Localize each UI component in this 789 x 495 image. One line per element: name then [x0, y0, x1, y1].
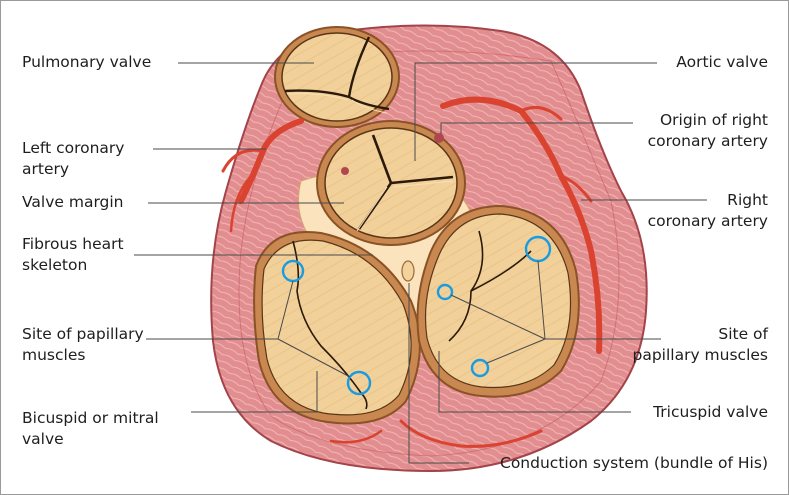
label-pulmonary-valve: Pulmonary valve: [22, 52, 151, 73]
label-right-coronary-artery-line2: coronary artery: [648, 211, 768, 232]
label-origin-right-coronary-artery-line2: coronary artery: [648, 131, 768, 152]
label-origin-right-coronary-artery: Origin of right: [660, 110, 768, 131]
label-papillary-muscles-right: Site of: [718, 324, 768, 345]
label-valve-margin: Valve margin: [22, 192, 124, 213]
label-left-coronary-artery-line2: artery: [22, 159, 69, 180]
label-papillary-muscles-right-line2: papillary muscles: [632, 345, 768, 366]
label-papillary-muscles-left: Site of papillary: [22, 324, 144, 345]
label-tricuspid-valve: Tricuspid valve: [653, 402, 768, 423]
tricuspid-valve: [418, 206, 579, 397]
label-conduction-system: Conduction system (bundle of His): [500, 453, 768, 474]
label-papillary-muscles-left-line2: muscles: [22, 345, 85, 366]
his-bundle-node: [402, 261, 414, 281]
pulmonary-valve: [275, 27, 399, 127]
label-right-coronary-artery: Right: [727, 190, 768, 211]
label-mitral-valve: Bicuspid or mitral: [22, 408, 159, 429]
label-fibrous-heart-skeleton-line2: skeleton: [22, 255, 87, 276]
label-aortic-valve: Aortic valve: [676, 52, 768, 73]
label-fibrous-heart-skeleton: Fibrous heart: [22, 234, 124, 255]
label-left-coronary-artery: Left coronary: [22, 138, 124, 159]
aortic-valve: [317, 121, 465, 245]
label-mitral-valve-line2: valve: [22, 429, 64, 450]
